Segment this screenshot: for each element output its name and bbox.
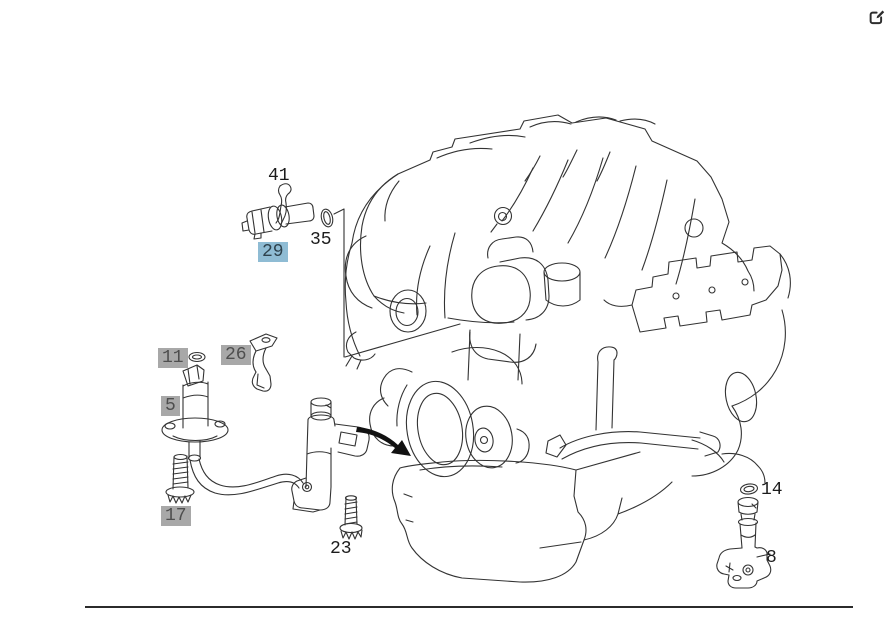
callout-5[interactable]: 5 [161, 396, 180, 416]
camshaft-sensor-art [241, 202, 315, 240]
sensor-cable-art [189, 458, 304, 496]
o-ring-14-art [740, 483, 758, 495]
engine-art [344, 114, 791, 583]
sensor-5-art [161, 364, 229, 462]
callout-17[interactable]: 17 [161, 506, 191, 526]
callout-8[interactable]: 8 [766, 548, 777, 568]
footer-divider [85, 606, 853, 608]
edit-button[interactable] [862, 2, 892, 32]
callout-35[interactable]: 35 [310, 230, 332, 250]
callout-29-selected[interactable]: 29 [258, 242, 288, 262]
o-ring-11-art [188, 351, 206, 363]
callout-11[interactable]: 11 [158, 348, 188, 368]
callout-14[interactable]: 14 [761, 480, 783, 500]
pin-41-art [275, 183, 292, 225]
crankshaft-sensor-art [291, 397, 370, 513]
bracket-26-art [249, 333, 278, 392]
callout-26[interactable]: 26 [221, 345, 251, 365]
o-ring-35-art [320, 208, 334, 228]
leader-line-35 [333, 208, 345, 358]
bolt-23-art [339, 495, 363, 540]
callout-23[interactable]: 23 [330, 539, 352, 559]
pointer-arrow [356, 427, 411, 456]
edit-icon [869, 10, 885, 25]
oil-level-sensor-art [716, 496, 772, 589]
bolt-17-art [165, 453, 195, 504]
callout-41[interactable]: 41 [268, 166, 290, 186]
